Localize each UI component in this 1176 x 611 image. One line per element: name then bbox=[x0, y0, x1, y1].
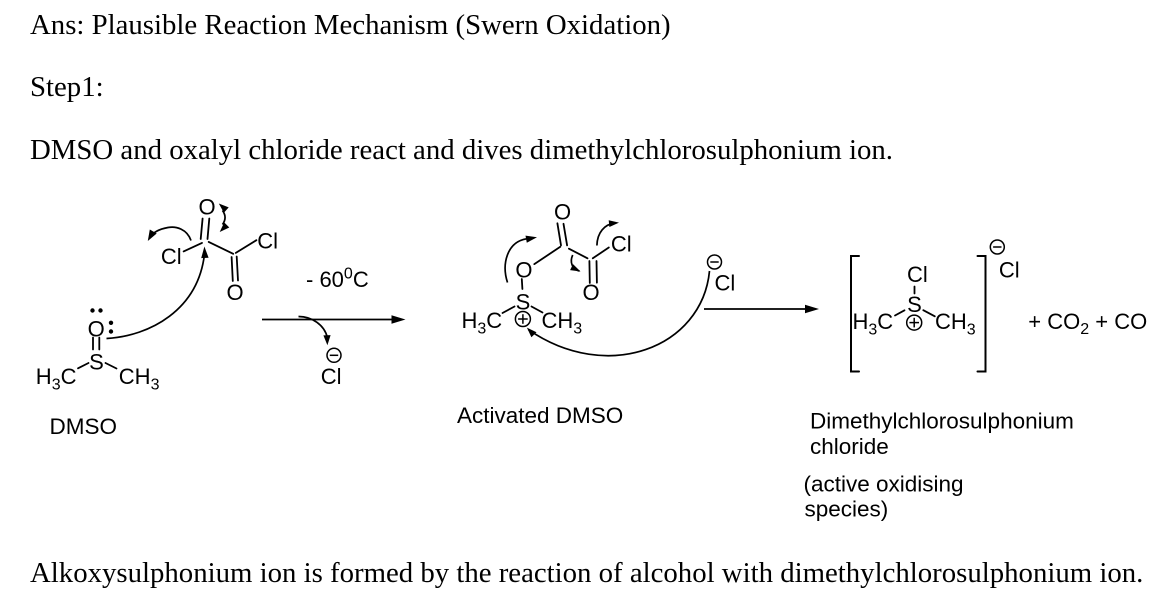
svg-text:O: O bbox=[515, 257, 532, 282]
svg-text:O: O bbox=[88, 316, 105, 341]
svg-text:Cl: Cl bbox=[321, 364, 342, 389]
svg-text:Cl: Cl bbox=[999, 258, 1020, 283]
svg-text:Activated DMSO: Activated DMSO bbox=[457, 403, 623, 428]
svg-text:CH3: CH3 bbox=[119, 364, 160, 393]
svg-text:Cl: Cl bbox=[715, 270, 736, 295]
svg-text:O: O bbox=[226, 280, 243, 305]
svg-text:species): species) bbox=[805, 497, 889, 522]
svg-text:chloride: chloride bbox=[810, 434, 889, 459]
svg-text:- 600C: - 600C bbox=[306, 266, 369, 293]
svg-text:CH3: CH3 bbox=[542, 308, 583, 337]
svg-text:+ CO2 + CO: + CO2 + CO bbox=[1028, 309, 1147, 338]
svg-text:Cl: Cl bbox=[907, 262, 928, 287]
svg-text:DMSO: DMSO bbox=[50, 414, 118, 439]
svg-text:H3C: H3C bbox=[462, 308, 503, 337]
svg-text:H3C: H3C bbox=[36, 364, 77, 393]
svg-text:Cl: Cl bbox=[161, 244, 182, 269]
svg-text:S: S bbox=[907, 292, 922, 317]
svg-text:(active oxidising: (active oxidising bbox=[804, 472, 964, 497]
svg-text:O: O bbox=[554, 200, 571, 225]
svg-text:CH3: CH3 bbox=[935, 309, 976, 338]
svg-text:Cl: Cl bbox=[611, 232, 632, 257]
svg-text:S: S bbox=[516, 289, 531, 314]
svg-text:S: S bbox=[89, 350, 104, 375]
svg-text:H3C: H3C bbox=[853, 309, 894, 338]
svg-text:Cl: Cl bbox=[257, 228, 278, 253]
svg-text:Dimethylchlorosulphonium: Dimethylchlorosulphonium bbox=[810, 409, 1074, 434]
svg-text:O: O bbox=[582, 280, 599, 305]
svg-text:O: O bbox=[198, 195, 215, 220]
